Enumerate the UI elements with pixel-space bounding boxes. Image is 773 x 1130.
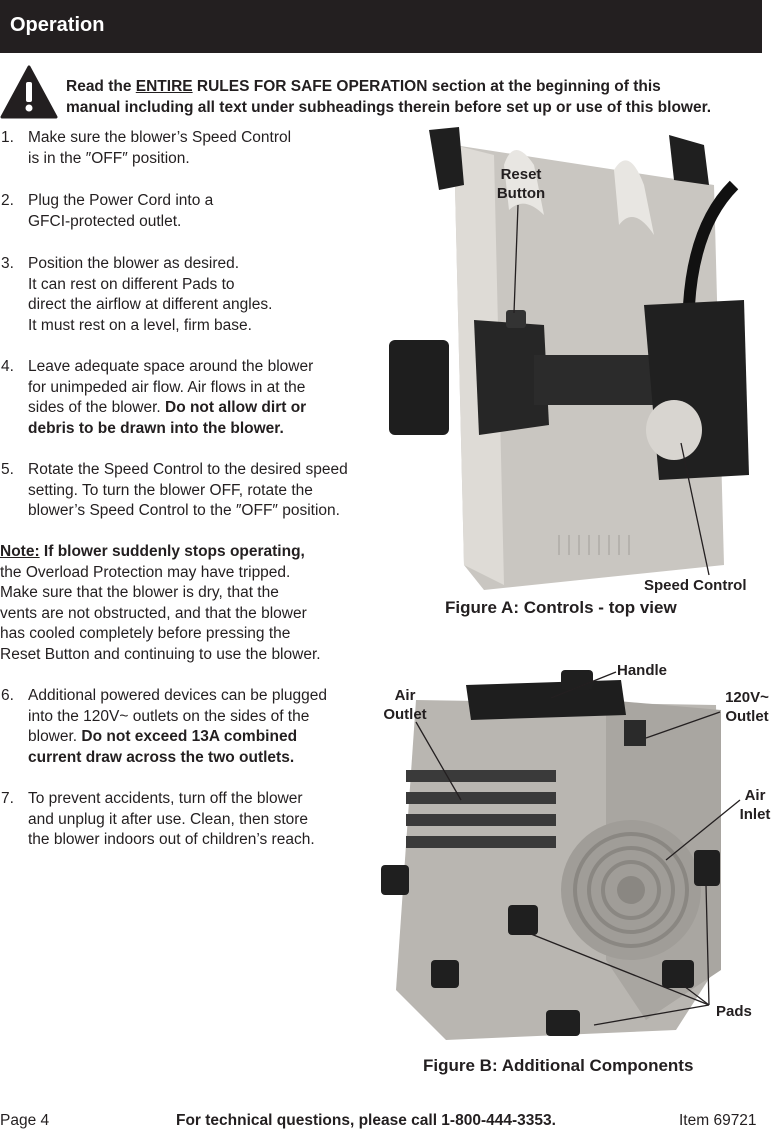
callout-text: 120V~ bbox=[725, 689, 769, 706]
callout-text: Outlet bbox=[383, 706, 427, 723]
step-text: To prevent accidents, turn off the blowe… bbox=[28, 790, 303, 807]
step-text: and unplug it after use. Clean, then sto… bbox=[28, 810, 309, 828]
warning-emphasis: ENTIRE bbox=[135, 78, 193, 95]
section-header-bar: Operation bbox=[0, 0, 762, 53]
figure-a-photo bbox=[389, 127, 749, 590]
page-number: Page 4 bbox=[0, 1112, 50, 1129]
step-text: is in the ″OFF″ position. bbox=[28, 149, 190, 167]
warning-line-2: manual including all text under subheadi… bbox=[66, 99, 712, 116]
overload-note: Note: If blower suddenly stops operating… bbox=[0, 542, 321, 665]
figure-b-photo bbox=[381, 670, 741, 1040]
step-caution: Do not exceed 13A combined bbox=[81, 728, 298, 745]
step-number: 4. bbox=[1, 358, 14, 375]
step-text: It must rest on a level, firm base. bbox=[28, 316, 252, 334]
warning-triangle-icon bbox=[0, 65, 58, 119]
step-caution: debris to be drawn into the blower. bbox=[28, 419, 284, 437]
callout-handle: Handle bbox=[617, 662, 668, 679]
step-text: GFCI-protected outlet. bbox=[28, 212, 182, 230]
step-text: blower. bbox=[28, 728, 82, 745]
step-text: the blower indoors out of children’s rea… bbox=[28, 831, 315, 848]
step-number: 3. bbox=[1, 255, 14, 272]
step-text: Position the blower as desired. bbox=[28, 255, 240, 272]
step-text: sides of the blower. bbox=[28, 399, 165, 416]
step-caution: current draw across the two outlets. bbox=[28, 748, 295, 766]
step-text: Plug the Power Cord into a bbox=[28, 192, 214, 209]
note-text: Make sure that the blower is dry, that t… bbox=[0, 584, 279, 601]
step-text: blower’s Speed Control to the ″OFF″ posi… bbox=[28, 502, 340, 519]
callout-speed-control: Speed Control bbox=[644, 577, 747, 594]
step-number: 6. bbox=[1, 687, 14, 704]
step-text: Make sure the blower’s Speed Control bbox=[28, 129, 292, 146]
callout-air-inlet: Air Inlet bbox=[734, 786, 773, 824]
step-caution: Do not allow dirt or bbox=[165, 399, 307, 416]
figure-a-caption: Figure A: Controls - top view bbox=[445, 598, 677, 617]
step-text: Leave adequate space around the blower bbox=[28, 358, 314, 375]
step-text: into the 120V~ outlets on the sides of t… bbox=[28, 707, 310, 725]
step-text: It can rest on different Pads to bbox=[28, 275, 235, 293]
callout-text: Air bbox=[744, 787, 766, 804]
callout-pads: Pads bbox=[716, 1003, 752, 1020]
note-text: Reset Button and continuing to use the b… bbox=[0, 645, 321, 663]
note-text: has cooled completely before pressing th… bbox=[0, 625, 291, 642]
warning-prefix: Read the bbox=[66, 78, 136, 95]
step-text: for unimpeded air flow. Air flows in at … bbox=[28, 378, 306, 396]
callout-text: Reset bbox=[500, 166, 542, 183]
support-phone: For technical questions, please call 1-8… bbox=[176, 1112, 556, 1129]
step-text: setting. To turn the blower OFF, rotate … bbox=[28, 481, 313, 499]
note-text: vents are not obstructed, and that the b… bbox=[0, 604, 307, 622]
callout-text: Outlet bbox=[725, 708, 769, 725]
warning-line-1: RULES FOR SAFE OPERATION section at the … bbox=[192, 78, 661, 95]
step-text: direct the airflow at different angles. bbox=[28, 296, 273, 313]
step-number: 5. bbox=[1, 461, 14, 478]
callout-text: Button bbox=[496, 185, 546, 202]
step-number: 7. bbox=[1, 790, 14, 807]
callout-air-outlet: Air Outlet bbox=[378, 686, 432, 724]
callout-text: Air bbox=[394, 687, 416, 704]
figure-b-caption: Figure B: Additional Components bbox=[423, 1056, 694, 1075]
callout-text: Inlet bbox=[739, 806, 771, 823]
note-heading: If blower suddenly stops operating, bbox=[39, 543, 305, 560]
section-title: Operation bbox=[10, 14, 105, 36]
callout-reset-button: Reset Button bbox=[488, 165, 554, 203]
item-number: Item 69721 bbox=[679, 1112, 757, 1129]
step-text: Rotate the Speed Control to the desired … bbox=[28, 461, 348, 478]
callout-120v-outlet: 120V~ Outlet bbox=[720, 688, 773, 726]
step-number: 1. bbox=[1, 129, 14, 146]
safety-warning: Read the ENTIRE RULES FOR SAFE OPERATION… bbox=[66, 76, 766, 118]
note-text: the Overload Protection may have tripped… bbox=[0, 563, 291, 581]
note-label: Note: bbox=[0, 543, 40, 560]
step-text: Additional powered devices can be plugge… bbox=[28, 687, 328, 704]
step-number: 2. bbox=[1, 192, 14, 209]
